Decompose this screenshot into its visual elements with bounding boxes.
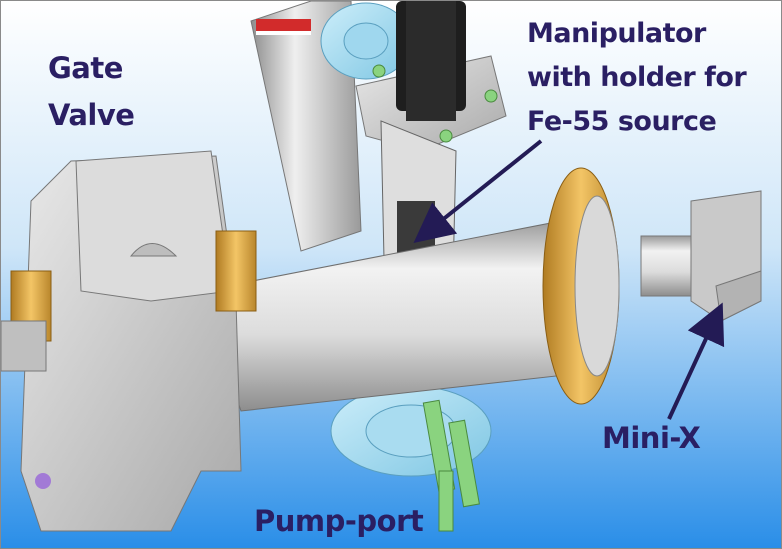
mini-x-arrow bbox=[667, 302, 725, 420]
right-gold-flange bbox=[542, 167, 620, 405]
manipulator-label-line3: Fe-55 source bbox=[527, 106, 717, 137]
pump-port-flange bbox=[330, 385, 492, 532]
pump-port-label: Pump-port bbox=[254, 504, 424, 538]
top-cyan-flange bbox=[320, 2, 412, 80]
manipulator-label-line1: Manipulator bbox=[527, 18, 706, 49]
gate-valve-housing bbox=[1, 150, 257, 532]
manipulator-arrow bbox=[413, 139, 543, 243]
gate-valve-label-line1: Gate bbox=[48, 51, 123, 85]
gate-valve-label-line2: Valve bbox=[48, 98, 135, 132]
manipulator-label-line2: with holder for bbox=[527, 62, 747, 93]
mini-x-device bbox=[640, 190, 762, 322]
mini-x-label: Mini-X bbox=[602, 421, 701, 455]
